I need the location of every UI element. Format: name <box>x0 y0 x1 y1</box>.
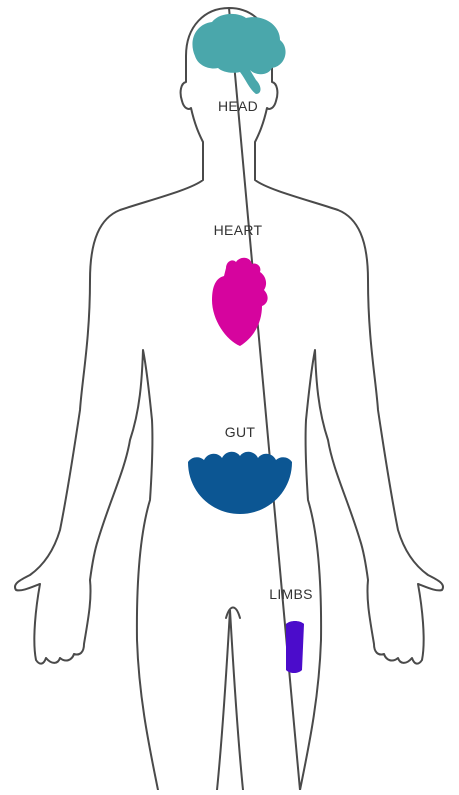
crotch-outline <box>226 608 240 619</box>
body-outline <box>15 8 443 790</box>
label-limbs: LIMBS <box>269 586 313 602</box>
stomach-icon <box>188 452 292 514</box>
label-head: HEAD <box>218 98 258 114</box>
legs-inner-outline <box>217 610 243 790</box>
label-gut: GUT <box>225 424 255 440</box>
bone-icon <box>286 621 304 673</box>
label-heart: HEART <box>214 222 263 238</box>
